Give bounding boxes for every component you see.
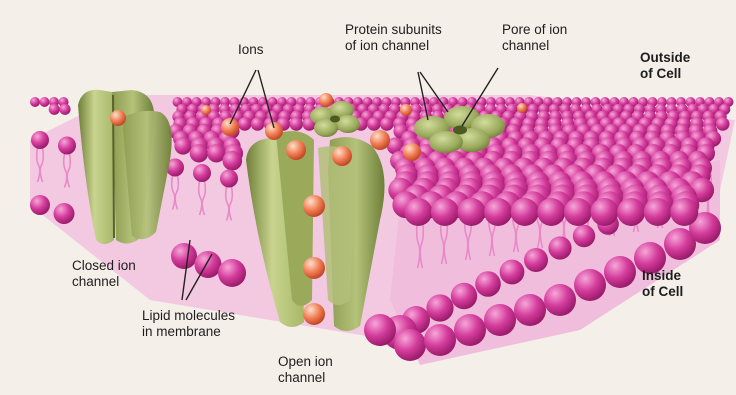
lipid-head bbox=[424, 324, 456, 356]
lipid-head bbox=[49, 104, 60, 115]
lipid-head bbox=[54, 203, 75, 224]
lipid-head bbox=[380, 117, 394, 131]
label-inside-of-cell: Inside of Cell bbox=[642, 268, 683, 300]
lipid-head bbox=[564, 198, 592, 226]
lipid-head bbox=[367, 117, 381, 131]
lipid-head bbox=[644, 198, 672, 226]
lipid-head bbox=[40, 97, 50, 107]
label-outside-of-cell: Outside of Cell bbox=[640, 50, 690, 82]
lipid-head bbox=[670, 198, 698, 226]
ion-sphere-icon bbox=[370, 130, 390, 150]
ion-sphere-icon bbox=[303, 257, 325, 279]
ion-sphere-icon bbox=[303, 195, 325, 217]
lipid-head bbox=[31, 131, 49, 149]
lipid-head bbox=[484, 304, 516, 336]
lipid-head bbox=[524, 248, 548, 272]
lipid-head bbox=[223, 151, 243, 171]
lipid-head bbox=[548, 236, 571, 259]
lipid-head bbox=[591, 198, 619, 226]
label-pore: Pore of ion channel bbox=[502, 22, 567, 54]
ion-sphere-icon bbox=[403, 143, 421, 161]
ion-sphere-icon bbox=[517, 103, 527, 113]
ion-sphere-icon bbox=[286, 140, 306, 160]
lipid-head bbox=[431, 198, 459, 226]
lipid-head bbox=[251, 117, 265, 131]
ion-sphere-icon bbox=[303, 303, 325, 325]
lipid-head bbox=[364, 314, 396, 346]
lipid-head bbox=[30, 97, 40, 107]
lipid-head bbox=[171, 243, 197, 269]
lipid-head bbox=[426, 294, 453, 321]
lipid-head bbox=[58, 137, 76, 155]
label-protein-subunits: Protein subunits of ion channel bbox=[345, 22, 442, 54]
lipid-head bbox=[604, 256, 636, 288]
lipid-head bbox=[394, 329, 426, 361]
label-ions: Ions bbox=[238, 42, 264, 58]
ion-sphere-icon bbox=[265, 122, 283, 140]
label-open-ion-channel: Open ion channel bbox=[278, 354, 333, 386]
lipid-head bbox=[174, 137, 191, 154]
lipid-head bbox=[458, 198, 486, 226]
lipid-head bbox=[195, 251, 222, 278]
lipid-head bbox=[290, 117, 304, 131]
lipid-head bbox=[514, 294, 546, 326]
lipid-head bbox=[484, 198, 512, 226]
lipid-head bbox=[59, 104, 70, 115]
lipid-head bbox=[537, 198, 565, 226]
lipid-head bbox=[218, 259, 246, 287]
ion-sphere-icon bbox=[400, 104, 412, 116]
lipid-head bbox=[220, 170, 238, 188]
label-lipid-molecules: Lipid molecules in membrane bbox=[142, 308, 235, 340]
lipid-head bbox=[573, 225, 595, 247]
lipid-head bbox=[716, 117, 730, 131]
ion-sphere-icon bbox=[110, 110, 126, 126]
lipid-head bbox=[475, 271, 501, 297]
label-closed-ion-channel: Closed ion channel bbox=[72, 258, 136, 290]
lipid-head bbox=[190, 144, 208, 162]
lipid-head bbox=[544, 284, 576, 316]
lipid-head bbox=[454, 314, 486, 346]
lipid-head bbox=[451, 283, 477, 309]
lipid-head bbox=[574, 269, 606, 301]
lipid-head bbox=[617, 198, 645, 226]
lipid-head bbox=[193, 164, 211, 182]
ion-sphere-icon bbox=[332, 146, 352, 166]
ion-sphere-icon bbox=[319, 93, 333, 107]
ion-sphere-icon bbox=[201, 105, 211, 115]
lipid-head bbox=[238, 117, 252, 131]
lipid-head bbox=[500, 260, 525, 285]
lipid-head bbox=[404, 198, 432, 226]
ion-sphere-icon bbox=[221, 118, 239, 136]
lipid-head bbox=[30, 195, 50, 215]
lipid-head bbox=[511, 198, 539, 226]
